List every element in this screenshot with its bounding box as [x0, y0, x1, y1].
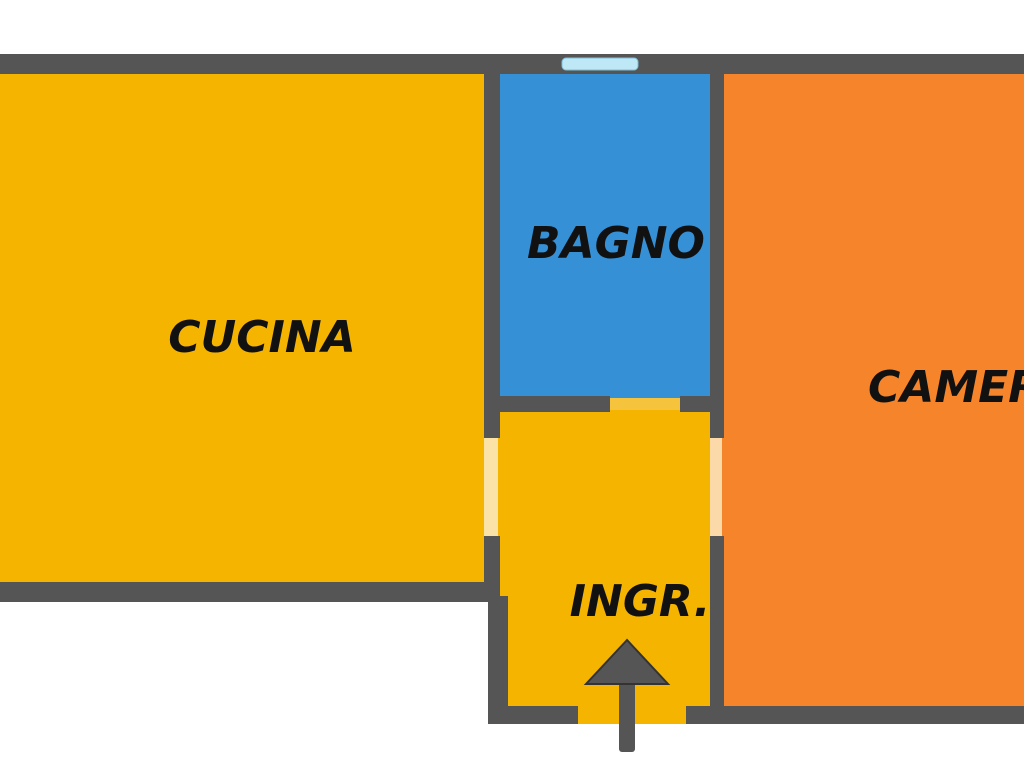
kitchen-label: CUCINA [168, 312, 356, 363]
bathroom-label: BAGNO [527, 218, 705, 269]
entrance-label: INGR. [570, 576, 711, 627]
room-bathroom [498, 72, 710, 398]
room-entrance [498, 410, 710, 708]
bedroom-label: CAMER [868, 362, 1024, 413]
bathroom-window [561, 57, 639, 71]
entry-arrow-icon [583, 638, 671, 752]
room-kitchen [0, 72, 484, 582]
walls [0, 54, 1024, 724]
room-bedroom [722, 72, 1024, 708]
door-entrance-bedroom [710, 438, 722, 536]
door-bathroom-entrance [610, 398, 680, 410]
door-kitchen-entrance [484, 438, 498, 536]
